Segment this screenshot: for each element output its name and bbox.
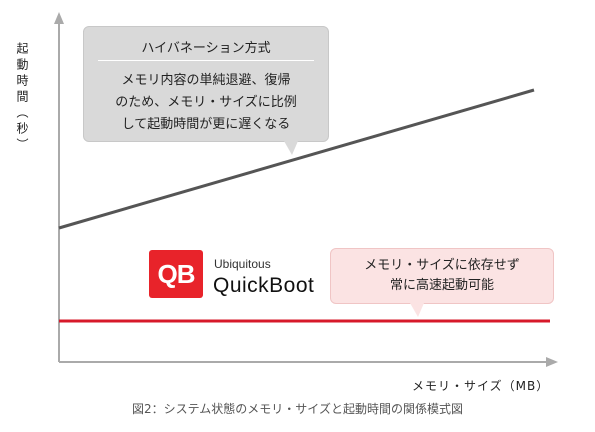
hibernation-title: ハイバネーション方式 [141,41,271,56]
quickboot-line-1: メモリ・サイズに依存せず [364,258,520,273]
hibernation-line [58,88,535,230]
quickboot-line-2: 常に高速起動可能 [389,278,494,293]
quickboot-callout-tail [410,303,424,317]
logo-subtitle: Ubiquitous [214,257,271,271]
quickboot-logo-mark: QB [149,250,203,298]
hibernation-line-3: して起動時間が更に遅くなる [121,117,291,132]
logo-name: QuickBoot [213,274,315,297]
x-axis-label: メモリ・サイズ（MB） [412,379,550,393]
quickboot-callout: メモリ・サイズに依存せず 常に高速起動可能 [330,248,554,304]
y-axis-label: 起動時間（秒） [15,42,29,154]
hibernation-line-2: のため、メモリ・サイズに比例 [115,95,297,110]
hibernation-callout-tail [284,141,298,155]
hibernation-divider [98,60,314,61]
hibernation-callout: ハイバネーション方式 メモリ内容の単純退避、復帰 のため、メモリ・サイズに比例 … [83,26,329,142]
hibernation-description: メモリ内容の単純退避、復帰 のため、メモリ・サイズに比例 して起動時間が更に遅く… [84,70,328,136]
logo-mark-text: QB [157,258,196,289]
x-axis-arrow [546,357,558,367]
y-axis-arrow [54,12,64,24]
figure-caption: 図2：システム状態のメモリ・サイズと起動時間の関係模式図 [132,402,463,416]
hibernation-line-1: メモリ内容の単純退避、復帰 [121,73,291,88]
quickboot-description: メモリ・サイズに依存せず 常に高速起動可能 [331,256,553,296]
